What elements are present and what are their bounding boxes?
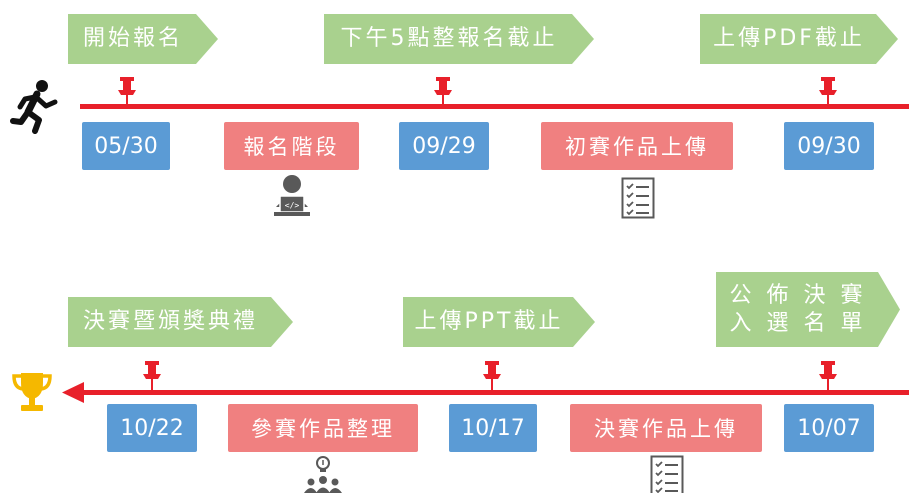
pin-icon [434, 77, 452, 106]
arrow-left-icon [62, 382, 84, 403]
checklist-icon [621, 177, 655, 219]
phase-box-preliminary-upload: 初賽作品上傳 [541, 122, 733, 170]
coder-icon: </> [274, 175, 310, 216]
milestone-flag-registration-deadline: 下午5點整報名截止 [324, 14, 594, 64]
milestone-flag-registration-open: 開始報名 [68, 14, 218, 64]
date-box-registration-open: 05/30 [82, 122, 170, 170]
milestone-flag-pdf-deadline: 上傳PDF截止 [700, 14, 898, 64]
date-box-finalist-announcement: 10/07 [784, 404, 874, 452]
phase-box-registration: 報名階段 [224, 122, 359, 170]
milestone-flag-ppt-deadline: 上傳PPT截止 [403, 297, 595, 347]
runner-icon [10, 80, 58, 134]
pin-icon [143, 361, 161, 390]
milestone-flag-finalist-announcement: 公 佈 決 賽 入 選 名 單 [716, 272, 900, 347]
checklist-icon [650, 455, 684, 493]
trophy-icon [12, 373, 52, 411]
pin-icon [118, 77, 136, 106]
announcement-line-1: 公 佈 決 賽 [729, 283, 867, 308]
date-box-ppt-deadline: 10/17 [449, 404, 537, 452]
date-box-registration-deadline: 09/29 [399, 122, 489, 170]
timeline-line-top [80, 104, 909, 109]
milestone-flag-final-ceremony: 決賽暨頒獎典禮 [68, 297, 293, 347]
timeline-line-bottom [80, 390, 909, 395]
date-box-final-ceremony: 10/22 [107, 404, 197, 452]
pin-icon [819, 361, 837, 390]
pin-icon [483, 361, 501, 390]
announcement-line-2: 入 選 名 單 [729, 310, 867, 336]
pin-icon [819, 77, 837, 106]
svg-text:</>: </> [285, 201, 300, 210]
phase-box-final-upload: 決賽作品上傳 [570, 404, 762, 452]
phase-box-entry-organizing: 參賽作品整理 [228, 404, 418, 452]
date-box-pdf-deadline: 09/30 [784, 122, 874, 170]
team-idea-icon [304, 456, 342, 493]
